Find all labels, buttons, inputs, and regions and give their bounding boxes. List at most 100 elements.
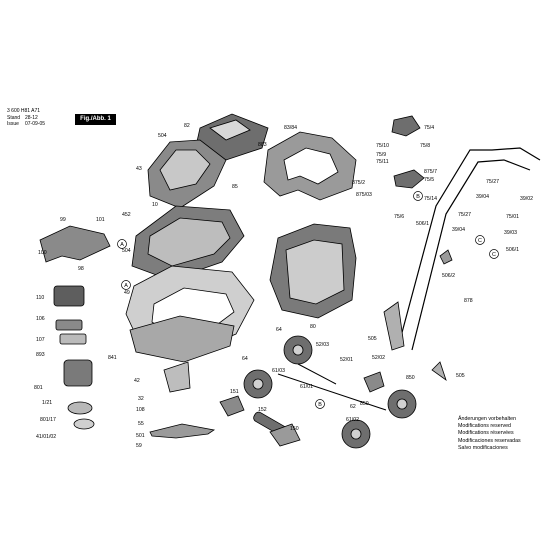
callout-marker: A (121, 280, 131, 290)
part-number-label: 75/4 (424, 125, 434, 131)
part-number-label: 41/01/02 (36, 434, 56, 440)
part-number-label: 75/27 (486, 179, 499, 185)
part-number-label: 75/10 (376, 143, 389, 149)
part-number-label: 75/27 (458, 212, 471, 218)
part-number-label: 841 (108, 355, 117, 361)
part-number-label: 85 (232, 184, 238, 190)
part-number-label: 505 (368, 336, 377, 342)
callout-letter: A (120, 242, 124, 248)
part-number-label: 506/2 (442, 273, 455, 279)
part-number-label: 42 (134, 378, 140, 384)
part-number-label: 875/03 (356, 192, 372, 198)
part-number-label: 39/03 (504, 230, 517, 236)
callout-marker: A (117, 239, 127, 249)
part-number-label: 80 (310, 324, 316, 330)
part-number-label: 64 (276, 327, 282, 333)
part-number-label: 39/02 (520, 196, 533, 202)
callout-marker: C (475, 235, 485, 245)
part-number-label: 506/1 (416, 221, 429, 227)
part-number-label: 64 (242, 356, 248, 362)
part-number-label: 83/84 (284, 125, 297, 131)
part-number-label: 75/8 (420, 143, 430, 149)
part-number-label: 75/6 (394, 214, 404, 220)
issue-label: Issue (7, 121, 19, 127)
part-number-label: 52/01 (340, 357, 353, 363)
part-number-label: 452 (122, 212, 131, 218)
part-number-label: 75/5 (424, 177, 434, 183)
part-number-label: 55 (138, 421, 144, 427)
notice-line: Änderungen vorbehalten (458, 416, 517, 422)
part-number-label: 49 (124, 290, 130, 296)
part-number-label: 504 (122, 248, 131, 254)
part-number-label: 801 (34, 385, 43, 391)
part-number-label: 52/02 (372, 355, 385, 361)
handle-frame-part (399, 147, 541, 351)
document-number: 3 600 H81 A71 (7, 108, 41, 114)
callout-marker: B (413, 191, 423, 201)
callout-marker: B (315, 399, 325, 409)
part-number-label: 59 (136, 443, 142, 449)
part-number-label: 875/7 (424, 169, 437, 175)
part-number-label: 501 (136, 433, 145, 439)
part-number-label: 52/03 (316, 342, 329, 348)
part-number-label: 75/9 (376, 152, 386, 158)
part-number-label: 801/17 (40, 417, 56, 423)
cable-part (39, 225, 111, 263)
issue-value: 07-09-05 (25, 121, 46, 127)
callout-letter: A (124, 283, 128, 289)
notice-line: Modificaciones reservadas (458, 437, 521, 444)
part-number-label: 106 (36, 316, 45, 322)
part-number-label: 61/02 (346, 417, 359, 423)
callout-letter: B (416, 194, 420, 200)
part-number-label: 101 (96, 217, 105, 223)
callout-letter: C (478, 238, 482, 244)
part-number-label: 108 (136, 407, 145, 413)
parts-artwork (39, 113, 541, 449)
stand-label: Stand (7, 115, 21, 121)
part-number-label: 878 (464, 298, 473, 304)
part-number-label: 151 (230, 389, 239, 395)
part-number-label: 39/04 (452, 227, 465, 233)
part-number-label: 893 (36, 352, 45, 358)
part-number-label: 99 (60, 217, 66, 223)
part-number-label: 43 (136, 166, 142, 172)
part-number-label: 82 (184, 123, 190, 129)
callout-marker: C (489, 249, 499, 259)
switch-part (391, 115, 421, 137)
part-number-label: 504 (158, 133, 167, 139)
part-number-label: 505 (456, 373, 465, 379)
notice-line: Modifications réservées (458, 430, 514, 437)
part-number-label: 110 (36, 295, 44, 301)
part-number-label: 75/14 (424, 196, 437, 202)
notice-line: Modifications reserved (458, 423, 511, 430)
part-number-label: 61/03 (272, 368, 285, 374)
part-number-label: 506/1 (506, 247, 519, 253)
callout-letter: B (318, 402, 322, 408)
notice-line: Salvo modificaciones (458, 444, 508, 451)
part-number-label: 98 (78, 266, 84, 272)
part-number-label: 10 (152, 202, 158, 208)
part-number-label: 850 (360, 401, 369, 407)
part-number-label: 100 (38, 250, 47, 256)
part-number-label: 75/01 (506, 214, 519, 220)
part-number-label: 32 (138, 396, 144, 402)
lower-deck-part (129, 315, 235, 363)
callout-letter: C (492, 252, 496, 258)
stand-value: 28-12 (25, 115, 38, 121)
part-number-label: 152 (258, 407, 267, 413)
part-number-label: 850 (406, 375, 415, 381)
figure-label: Fig./Abb. 1 (75, 114, 116, 125)
part-number-label: 883 (258, 142, 267, 148)
part-number-label: 107 (36, 337, 45, 343)
blade-part (149, 423, 216, 439)
part-number-label: 62 (350, 404, 356, 410)
battery-part (53, 285, 85, 307)
part-number-label: 1/21 (42, 400, 52, 406)
part-number-label: 150 (290, 426, 299, 432)
motor-part (63, 359, 93, 387)
modification-notice: Änderungen vorbehalten Modifications res… (458, 416, 556, 452)
part-number-label: 75/11 (376, 159, 389, 165)
part-number-label: 39/04 (476, 194, 489, 200)
part-number-label: 875/2 (352, 180, 365, 186)
